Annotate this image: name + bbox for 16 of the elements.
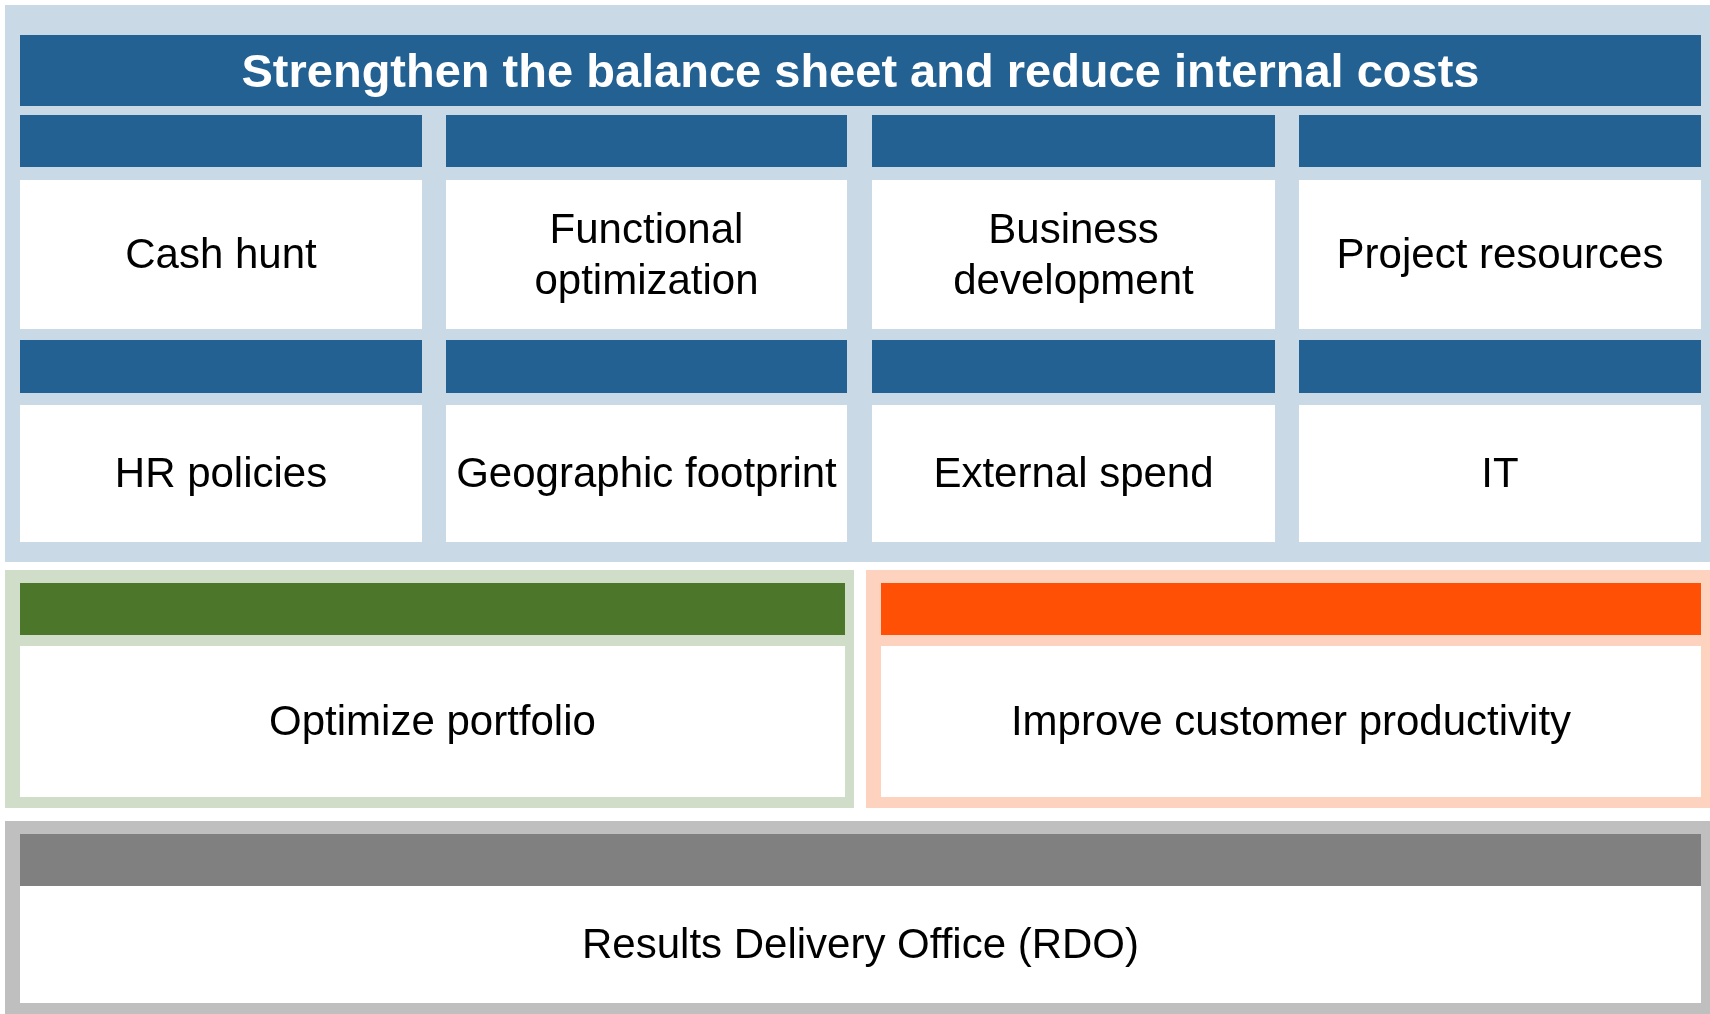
- content-box: Improve customer productivity: [881, 646, 1701, 797]
- category-box: IT: [1299, 405, 1701, 542]
- category-box: HR policies: [20, 405, 422, 542]
- section-panel: [866, 570, 1710, 808]
- category-box: Project resources: [1299, 180, 1701, 329]
- heading: Strengthen the balance sheet and reduce internal costs: [241, 43, 1480, 98]
- section-panel: [5, 821, 1710, 1014]
- content-box: Optimize portfolio: [20, 646, 845, 797]
- content-box: Results Delivery Office (RDO): [20, 886, 1701, 1003]
- category-box: Geographic footprint: [446, 405, 847, 542]
- panel-background: [5, 5, 1710, 562]
- category-box: Cash hunt: [20, 180, 422, 329]
- category-box: External spend: [872, 405, 1275, 542]
- section-panel: [5, 570, 854, 808]
- category-box: Functional optimization: [446, 180, 847, 329]
- category-box: Business development: [872, 180, 1275, 329]
